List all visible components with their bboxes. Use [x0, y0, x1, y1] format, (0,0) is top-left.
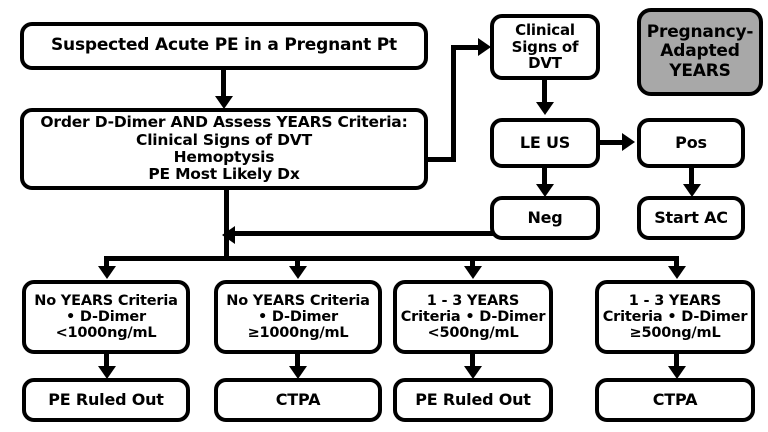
node-start-ac[interactable]: Start AC: [637, 196, 745, 240]
arrowhead-leus-to-pos: [622, 133, 635, 151]
connector-order-riser: [451, 45, 456, 162]
node-outcome-4-label: CTPA: [652, 390, 698, 410]
node-branch-4-label: 1 - 3 YEARS Criteria • D-Dimer ≥500ng/mL: [602, 292, 748, 342]
connector-branch2-to-outcome2: [295, 354, 300, 370]
node-outcome-3[interactable]: PE Ruled Out: [393, 378, 553, 422]
connector-branch3-to-outcome3: [470, 354, 475, 370]
connector-drop-2: [295, 256, 300, 270]
node-branch-2[interactable]: No YEARS Criteria • D-Dimer ≥1000ng/mL: [214, 280, 382, 354]
arrowhead-branch2-to-outcome2: [289, 366, 307, 379]
arrowhead-pos-to-startac: [683, 184, 701, 197]
arrowhead-branch3-to-outcome3: [464, 366, 482, 379]
node-branch-1-label: No YEARS Criteria • D-Dimer <1000ng/mL: [34, 292, 178, 342]
node-order-ddimer[interactable]: Order D-Dimer AND Assess YEARS Criteria:…: [20, 108, 428, 190]
connector-suspected-to-order: [221, 70, 226, 100]
connector-drop-1: [104, 256, 109, 270]
node-le-us-label: LE US: [519, 133, 571, 153]
connector-order-to-dvt: [451, 45, 483, 50]
node-neg[interactable]: Neg: [490, 196, 600, 240]
diagram-title-text: Pregnancy- Adapted YEARS: [646, 22, 754, 81]
node-outcome-2[interactable]: CTPA: [214, 378, 382, 422]
node-outcome-1-label: PE Ruled Out: [48, 390, 164, 410]
connector-drop-3: [470, 256, 475, 270]
arrowhead-branch1-to-outcome1: [98, 366, 116, 379]
node-clinical-signs-dvt[interactable]: Clinical Signs of DVT: [490, 14, 600, 80]
connector-leus-to-pos: [600, 140, 626, 145]
node-pos-label: Pos: [675, 133, 707, 153]
connector-drop-4: [674, 256, 679, 270]
node-branch-3-label: 1 - 3 YEARS Criteria • D-Dimer <500ng/mL: [400, 292, 546, 342]
node-outcome-4[interactable]: CTPA: [595, 378, 755, 422]
arrowhead-drop-4: [668, 266, 686, 279]
node-suspected-pe-label: Suspected Acute PE in a Pregnant Pt: [51, 35, 397, 56]
arrowhead-suspected-to-order: [215, 96, 233, 109]
arrowhead-neg-to-trunk: [222, 226, 235, 244]
node-outcome-3-label: PE Ruled Out: [415, 390, 531, 410]
node-outcome-2-label: CTPA: [275, 390, 321, 410]
node-branch-1[interactable]: No YEARS Criteria • D-Dimer <1000ng/mL: [22, 280, 190, 354]
arrowhead-leus-to-neg: [536, 184, 554, 197]
node-suspected-pe[interactable]: Suspected Acute PE in a Pregnant Pt: [20, 22, 428, 70]
connector-pos-to-startac: [689, 168, 694, 188]
node-clinical-signs-dvt-label: Clinical Signs of DVT: [511, 20, 579, 73]
node-pos[interactable]: Pos: [637, 118, 745, 168]
connector-neg-to-trunk: [228, 231, 494, 236]
diagram-title-badge: Pregnancy- Adapted YEARS: [637, 8, 763, 96]
node-branch-3[interactable]: 1 - 3 YEARS Criteria • D-Dimer <500ng/mL: [393, 280, 553, 354]
arrowhead-branch4-to-outcome4: [668, 366, 686, 379]
arrowhead-order-to-dvt: [478, 38, 491, 56]
arrowhead-dvt-to-leus: [536, 102, 554, 115]
connector-distribution-bar: [104, 256, 679, 261]
arrowhead-drop-2: [289, 266, 307, 279]
connector-branch1-to-outcome1: [104, 354, 109, 370]
node-order-ddimer-label: Order D-Dimer AND Assess YEARS Criteria:…: [40, 113, 408, 184]
node-branch-4[interactable]: 1 - 3 YEARS Criteria • D-Dimer ≥500ng/mL: [595, 280, 755, 354]
node-branch-2-label: No YEARS Criteria • D-Dimer ≥1000ng/mL: [226, 292, 370, 342]
node-neg-label: Neg: [527, 208, 563, 228]
node-outcome-1[interactable]: PE Ruled Out: [22, 378, 190, 422]
node-le-us[interactable]: LE US: [490, 118, 600, 168]
connector-dvt-to-leus: [542, 80, 547, 106]
connector-main-trunk: [224, 190, 229, 260]
arrowhead-drop-3: [464, 266, 482, 279]
connector-branch4-to-outcome4: [674, 354, 679, 370]
arrowhead-drop-1: [98, 266, 116, 279]
node-start-ac-label: Start AC: [654, 208, 728, 228]
connector-leus-to-neg: [542, 168, 547, 188]
connector-order-right-stub: [428, 157, 456, 162]
